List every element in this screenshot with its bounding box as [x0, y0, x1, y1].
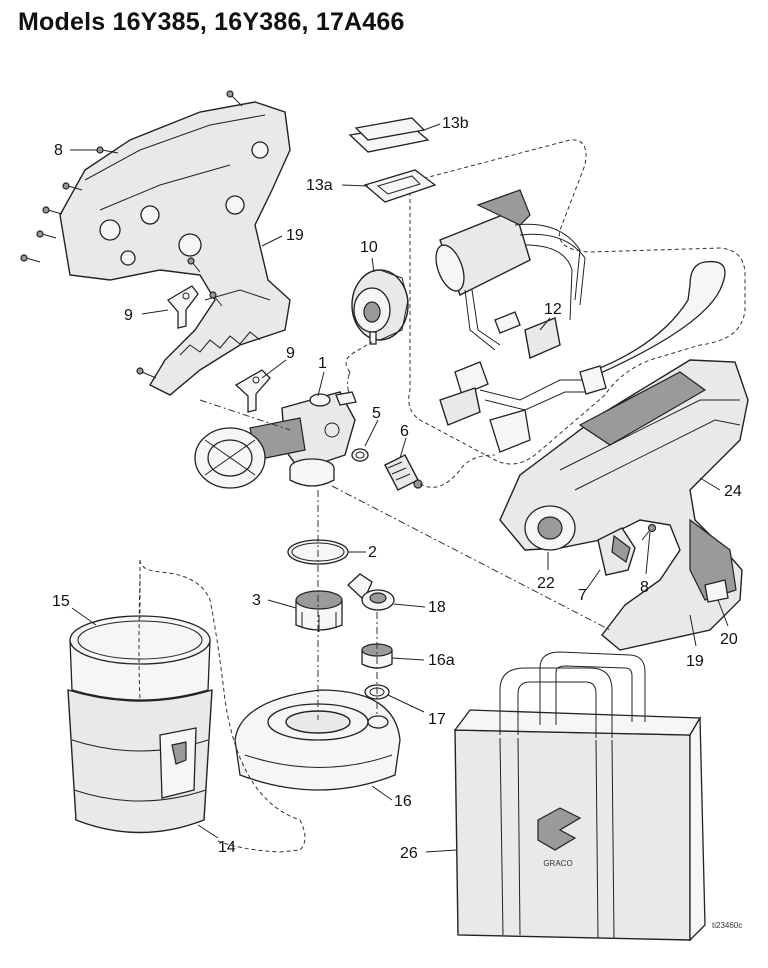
- callout-26: 26: [400, 845, 418, 862]
- callout-16: 16: [394, 793, 412, 810]
- callout-19-upper: 19: [286, 227, 304, 244]
- filter-13a: [363, 169, 437, 203]
- callout-9-upper: 9: [124, 307, 133, 324]
- callout-16a: 16a: [428, 652, 455, 669]
- callout-13a: 13a: [306, 177, 333, 194]
- callout-5: 5: [372, 405, 381, 422]
- graco-logo-icon: [537, 807, 582, 851]
- valve-3: [295, 590, 343, 632]
- callout-13b: 13b: [442, 115, 469, 132]
- callout-10: 10: [360, 239, 378, 256]
- trigger-lever-upper: [167, 285, 199, 329]
- callout-15: 15: [52, 593, 70, 610]
- trigger-lever-lower: [234, 369, 271, 413]
- filter-13b: [348, 117, 430, 153]
- callout-24: 24: [724, 483, 742, 500]
- callout-8: 8: [54, 142, 63, 159]
- figure-id: ti23460c: [712, 921, 742, 930]
- paint-cup-15: [69, 615, 211, 701]
- bag-brand-text: GRACO: [543, 859, 572, 868]
- motor-assembly: [435, 189, 726, 453]
- leader-lines: [70, 123, 729, 853]
- vent-cap-18: [347, 573, 395, 611]
- left-housing-half: [59, 101, 291, 396]
- callout-9-lower: 9: [286, 345, 295, 362]
- trigger-screw: [641, 523, 657, 541]
- gear-housing: [351, 269, 409, 345]
- callout-18: 18: [428, 599, 446, 616]
- seal-ring-5: [351, 448, 369, 462]
- assembly-centerlines: [138, 341, 611, 853]
- callout-6: 6: [400, 423, 409, 440]
- pump-housing: [194, 391, 357, 489]
- callout-12: 12: [544, 301, 562, 318]
- carry-bag-26: GRACO: [453, 651, 706, 942]
- page-title: Models 16Y385, 16Y386, 17A466: [18, 8, 405, 36]
- right-housing-24: [499, 359, 749, 651]
- callout-17: 17: [428, 711, 446, 728]
- callout-22: 22: [537, 575, 555, 592]
- callout-1: 1: [318, 355, 327, 372]
- callout-20: 20: [720, 631, 738, 648]
- callout-7: 7: [578, 587, 587, 604]
- housing-screws: [20, 90, 243, 379]
- container-14: [67, 689, 213, 834]
- piston-6: [384, 454, 423, 491]
- motor-assembly-outline: [408, 139, 746, 465]
- callout-labels: 8 13b 13a 19 10 9 9 1 12 5 6 24 2 22 7 8…: [52, 115, 742, 930]
- callout-3: 3: [252, 592, 261, 609]
- callout-2: 2: [368, 544, 377, 561]
- callout-19-lower: 19: [686, 653, 704, 670]
- callout-14: 14: [218, 839, 236, 856]
- container-lid-16: [234, 689, 401, 791]
- trigger-7: [597, 527, 636, 576]
- callout-8-lower: 8: [640, 579, 649, 596]
